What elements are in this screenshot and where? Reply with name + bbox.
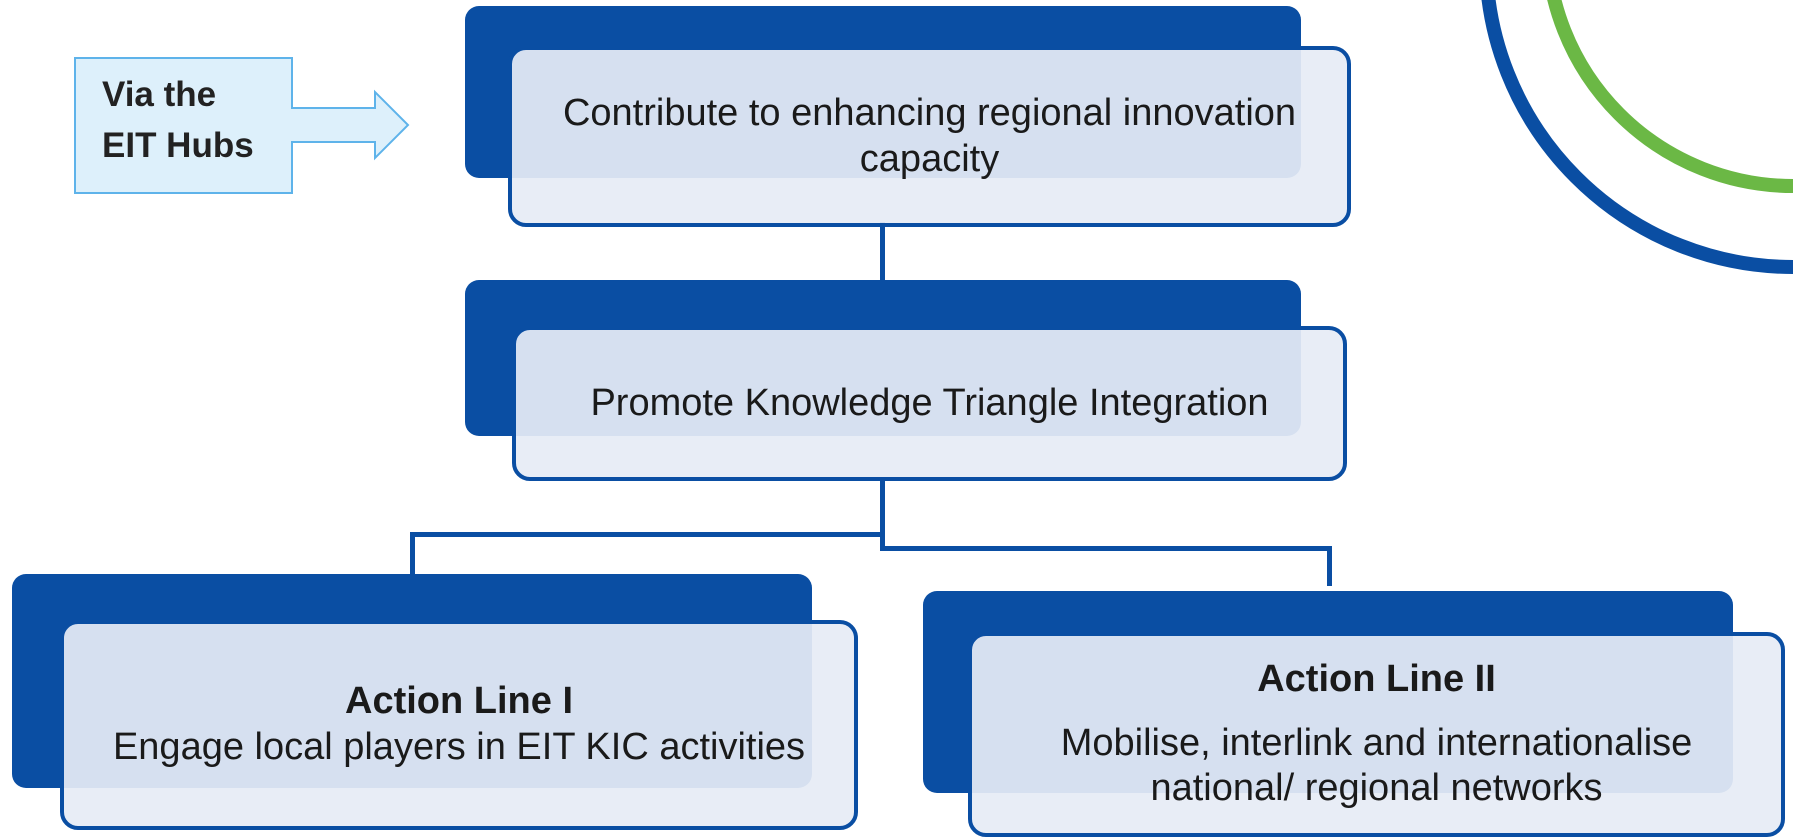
middle-node-text: Promote Knowledge Triangle Integration [590, 381, 1269, 424]
top-node-text: Contribute to enhancing regional innovat… [562, 91, 1297, 180]
connector-left-horizontal [410, 532, 885, 537]
connector-right-horizontal [880, 546, 1332, 551]
action-line-2-text: Mobilise, interlink and internationalise… [1060, 721, 1693, 810]
callout-line-2: EIT Hubs [102, 125, 254, 165]
action-line-2-title: Action Line II [1257, 658, 1496, 701]
connector-top-middle [880, 222, 885, 284]
callout-line-1: Via the [102, 75, 217, 114]
callout-label: Via the EIT Hubs [102, 70, 282, 172]
middle-node: Promote Knowledge Triangle Integration [512, 326, 1347, 481]
action-line-2-node: Action Line II Mobilise, interlink and i… [968, 632, 1785, 837]
action-line-1-title: Action Line I [345, 680, 573, 723]
connector-middle-down [880, 478, 885, 548]
connector-right-down [1327, 546, 1332, 586]
top-node: Contribute to enhancing regional innovat… [508, 46, 1351, 227]
connector-left-down [410, 532, 415, 580]
action-line-1-node: Action Line I Engage local players in EI… [60, 620, 858, 830]
action-line-1-text: Engage local players in EIT KIC activiti… [112, 726, 806, 768]
